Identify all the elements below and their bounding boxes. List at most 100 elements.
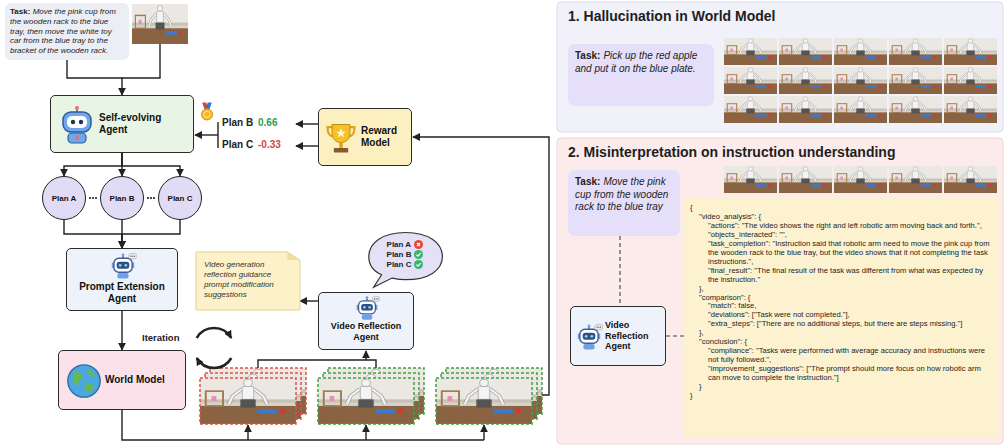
frame-border <box>436 378 532 424</box>
node-text: 2. Misinterpretation on instruction unde… <box>557 138 1003 160</box>
text-group: Task:Move the pink cup from the wooden r… <box>10 7 124 56</box>
photo-frame <box>779 67 832 94</box>
connector <box>64 153 122 176</box>
node-text: Plan C <box>168 194 193 203</box>
node-text: Plan A <box>387 240 412 250</box>
node-text: Prompt Extension Agent <box>71 281 173 305</box>
note-paper: Video generation reflection guidance pro… <box>196 252 300 310</box>
node-text: "task_completion": "Instruction said tha… <box>690 240 994 267</box>
node-text: "conclusion": { <box>690 338 994 347</box>
connector <box>64 220 122 248</box>
node-text: Reward Model <box>361 125 407 149</box>
text-group: Plan A <box>52 194 77 203</box>
plan-circle: Plan B <box>100 176 144 220</box>
dot <box>150 197 152 199</box>
dot <box>92 197 94 199</box>
photo-frame <box>724 96 777 123</box>
dot <box>147 197 149 199</box>
photo-frame <box>834 166 887 193</box>
icon <box>323 119 359 157</box>
node-text: }, <box>690 285 994 294</box>
video-frame <box>200 378 296 424</box>
plan-label: Plan C <box>222 139 253 150</box>
icon <box>575 323 603 351</box>
photo-frame <box>724 67 777 94</box>
icon <box>109 252 137 280</box>
score-arrow <box>296 123 318 124</box>
node-text: Plan A <box>52 194 77 203</box>
node-text: }, <box>690 329 994 338</box>
score-value: 0.66 <box>258 117 277 128</box>
photo-frame <box>834 67 887 94</box>
text-group: Self-evolving Agent <box>99 112 187 136</box>
text-group: Video Reflection Agent <box>323 321 409 343</box>
agent-box: Prompt Extension Agent <box>66 248 178 311</box>
panel: 1. Hallucination in World ModelTask:Pick… <box>557 2 1003 132</box>
node-text: } <box>690 383 994 392</box>
bubble-outline <box>364 230 444 288</box>
node-text: Video Reflection Agent <box>605 320 661 352</box>
node-text: "video_analysis": { <box>690 213 994 222</box>
connector <box>300 300 318 301</box>
flow-line <box>122 410 484 440</box>
text-group: Video generation reflection guidance pro… <box>204 260 288 300</box>
photo-frame <box>834 38 887 65</box>
panel: 2. Misinterpretation on instruction unde… <box>557 138 1003 444</box>
video-frame <box>318 378 414 424</box>
node-text: "compliance": "Tasks were performed with… <box>690 347 994 365</box>
icon-shape <box>414 250 423 259</box>
node-text: "objects_interacted": "", <box>690 231 994 240</box>
icon-shape <box>63 106 91 143</box>
node-text: Plan C <box>387 260 412 270</box>
dot <box>153 197 155 199</box>
photo-frame <box>889 96 942 123</box>
icon <box>414 260 423 269</box>
node-text: "deviations": ["Task were not completed.… <box>690 311 994 320</box>
icon-shape <box>68 365 100 397</box>
frame-border <box>200 378 296 424</box>
score-arrow <box>195 134 218 135</box>
photo-frame <box>889 166 942 193</box>
connector <box>122 220 180 248</box>
node-text: } <box>690 392 994 401</box>
text-group: Task:Move the pink cup from the wooden r… <box>575 176 673 214</box>
note-fold <box>288 252 300 260</box>
photo-frame <box>724 38 777 65</box>
text-group: Video Reflection Agent <box>605 320 661 352</box>
node-text: "improvement_suggestions": ["The prompt … <box>690 365 994 383</box>
photo-frame <box>779 96 832 123</box>
photo-frame <box>779 166 832 193</box>
connector <box>122 153 180 176</box>
text-group: Task:Pick up the red apple and put it on… <box>575 50 707 75</box>
node-text: Plan B <box>110 194 135 203</box>
score-arrow <box>296 145 318 146</box>
plan-circle: Plan C <box>158 176 202 220</box>
connector <box>67 60 122 95</box>
connector <box>666 335 684 336</box>
icon-shape <box>414 260 423 269</box>
video-stack <box>318 368 424 424</box>
panel-ground <box>557 138 1003 444</box>
cycle-arrow <box>197 328 232 338</box>
node-text: "match": false, <box>690 302 994 311</box>
node-text: Plan B <box>387 250 412 260</box>
agent-box: Self-evolving Agent <box>50 95 194 153</box>
text-group: Reward Model <box>361 125 407 149</box>
panel-ground <box>557 2 1003 132</box>
flow-arrow <box>247 425 248 440</box>
text-group: Plan C <box>168 194 193 203</box>
iteration-cycle <box>197 328 232 368</box>
flow-arrow <box>365 351 366 360</box>
icon-shape <box>328 125 355 153</box>
dot <box>89 197 91 199</box>
agent-box: Video Reflection Agent <box>570 306 666 366</box>
bubble-row: Plan B <box>387 250 424 260</box>
node-text: Task: <box>575 50 600 61</box>
node-text: "final_result": "The final result of the… <box>690 267 994 285</box>
text-group: Plan B <box>110 194 135 203</box>
photo-frame <box>779 38 832 65</box>
iteration-label: Iteration <box>142 332 179 343</box>
icon <box>57 105 97 145</box>
bubble-row: Plan A <box>387 240 424 250</box>
plan-label: Plan B <box>222 117 253 128</box>
